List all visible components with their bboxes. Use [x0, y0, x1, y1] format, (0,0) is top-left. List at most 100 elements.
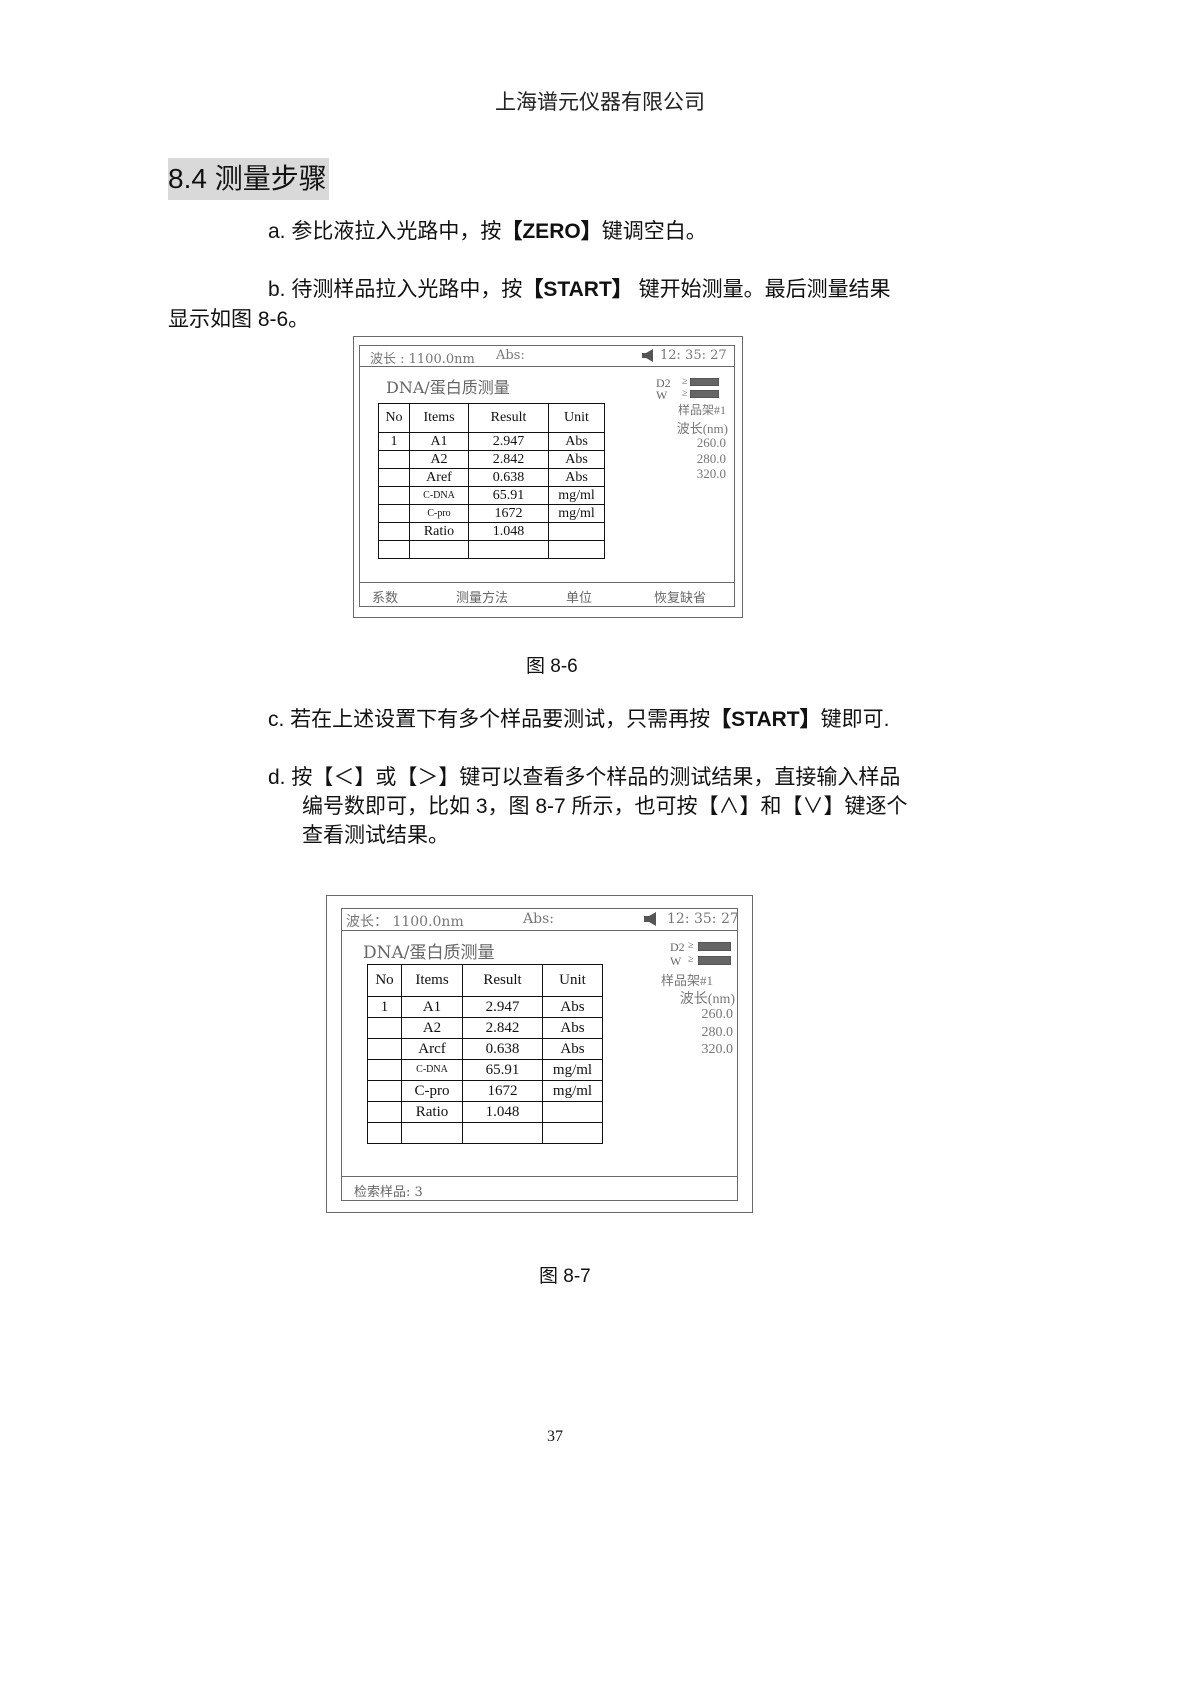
lamp-w-label: W	[670, 954, 682, 968]
instrument-screen-8-7: 波长： 1100.0nm Abs: 12: 35: 27 DNA/蛋白质测量 D…	[341, 908, 739, 1201]
cell-unit: Abs	[548, 468, 605, 487]
start-key-label: 【START】	[710, 708, 821, 731]
cell-result: 2.947	[468, 432, 549, 451]
lamp-d2-label: D2	[656, 376, 671, 390]
zero-key-label: 【ZERO】	[501, 220, 602, 243]
lamp-w-symbol: ≥	[688, 954, 694, 965]
softkey-bar: 系数 测量方法 单位 恢复缺省	[360, 582, 734, 607]
step-d-line2: 编号数即可，比如 3，图 8-7 所示，也可按【∧】和【∨】键逐个	[302, 795, 908, 818]
cell-item: A2	[401, 1017, 463, 1039]
cell-no	[367, 1080, 402, 1102]
cell-no	[378, 450, 410, 469]
cell-item: C-DNA	[401, 1059, 463, 1081]
cell-result: 1672	[462, 1080, 543, 1102]
step-a: a. 参比液拉入光路中，按【ZERO】键调空白。	[268, 217, 707, 247]
step-b-line2: 显示如图 8-6。	[168, 308, 310, 331]
table-row: Arcf 0.638 Abs	[367, 1038, 603, 1060]
lamp-d2-bar-icon	[690, 378, 719, 386]
col-header-no: No	[367, 964, 402, 997]
col-header-unit: Unit	[548, 403, 605, 433]
cell-no	[378, 522, 410, 541]
lamp-w-bar-icon	[690, 390, 719, 398]
cell-no	[378, 468, 410, 487]
cell-result: 65.91	[468, 486, 549, 505]
cell-no: 1	[378, 432, 410, 451]
speaker-icon	[642, 349, 656, 362]
cell-no	[367, 1101, 402, 1123]
speaker-icon	[644, 912, 658, 926]
cell-result: 2.947	[462, 996, 543, 1018]
figure-caption-8-6: 图 8-6	[526, 656, 578, 677]
cell-item: Ratio	[409, 522, 469, 541]
figure-caption-8-7: 图 8-7	[539, 1266, 591, 1287]
table-row: A2 2.842 Abs	[378, 450, 605, 469]
cell-item: A1	[409, 432, 469, 451]
wavelength-header: 波长(nm)	[676, 421, 728, 436]
cell-unit: mg/ml	[542, 1059, 603, 1081]
cell-no	[367, 1122, 402, 1144]
table-row	[378, 540, 605, 559]
wavelength-header: 波长(nm)	[679, 992, 735, 1007]
wavelength-list: 260.0 280.0 320.0	[702, 1006, 734, 1059]
cell-unit: Abs	[548, 450, 605, 469]
search-sample-input[interactable]: 检索样品: 3	[354, 1185, 423, 1200]
screen-title: DNA/蛋白质测量	[363, 943, 495, 963]
softkey-unit[interactable]: 单位	[566, 591, 593, 606]
table-header-row: No Items Result Unit	[378, 403, 605, 433]
results-table: No Items Result Unit 1 A1 2.947 Abs A2 2…	[378, 403, 605, 559]
table-row: C-pro 1672 mg/ml	[378, 504, 605, 523]
step-b-text: b. 待测样品拉入光路中，按	[268, 278, 523, 301]
company-header: 上海谱元仪器有限公司	[495, 90, 705, 114]
results-table: No Items Result Unit 1 A1 2.947 Abs A2 2…	[367, 964, 603, 1144]
step-c: c. 若在上述设置下有多个样品要测试，只需再按【START】键即可.	[268, 705, 889, 735]
softkey-restore-default[interactable]: 恢复缺省	[654, 591, 707, 606]
figure-8-6-frame: 波长 : 1100.0nm Abs: 12: 35: 27 DNA/蛋白质测量 …	[353, 336, 743, 618]
cell-result: 2.842	[462, 1017, 543, 1039]
cell-item	[401, 1122, 463, 1144]
page-number: 37	[547, 1428, 563, 1445]
cell-item: Arcf	[401, 1038, 463, 1060]
step-b: b. 待测样品拉入光路中，按【START】 键开始测量。最后测量结果	[268, 275, 891, 305]
cell-result	[468, 540, 549, 559]
cell-result	[462, 1122, 543, 1144]
cell-unit: mg/ml	[548, 486, 605, 505]
lamp-d2-bar-icon	[698, 942, 731, 951]
step-b-suffix: 键开始测量。最后测量结果	[632, 278, 891, 301]
lamp-w-symbol: ≥	[682, 388, 688, 399]
cell-result: 1672	[468, 504, 549, 523]
cell-unit	[542, 1122, 603, 1144]
cell-result: 1.048	[462, 1101, 543, 1123]
cell-unit: Abs	[548, 432, 605, 451]
start-key-label: 【START】	[522, 278, 633, 301]
cell-item: A1	[401, 996, 463, 1018]
search-bar: 检索样品: 3	[342, 1176, 737, 1201]
cell-item	[409, 540, 469, 559]
table-row: C-DNA 65.91 mg/ml	[378, 486, 605, 505]
softkey-coefficient[interactable]: 系数	[372, 591, 399, 606]
wavelength-readout: 波长： 1100.0nm	[346, 914, 464, 930]
cell-item: C-pro	[401, 1080, 463, 1102]
cell-item: C-pro	[409, 504, 469, 523]
table-row: C-DNA 65.91 mg/ml	[367, 1059, 603, 1081]
table-row: Aref 0.638 Abs	[378, 468, 605, 487]
lamp-d2-symbol: ≥	[688, 940, 694, 951]
cell-unit	[548, 522, 605, 541]
cell-result: 0.638	[468, 468, 549, 487]
softkey-method[interactable]: 测量方法	[456, 591, 509, 606]
col-header-no: No	[378, 403, 410, 433]
table-row: 1 A1 2.947 Abs	[378, 432, 605, 451]
lamp-d2-symbol: ≥	[682, 376, 688, 387]
step-c-text: c. 若在上述设置下有多个样品要测试，只需再按	[268, 708, 711, 731]
status-bar: 波长： 1100.0nm Abs: 12: 35: 27	[342, 909, 739, 931]
step-c-suffix: 键即可.	[820, 708, 890, 731]
table-row: A2 2.842 Abs	[367, 1017, 603, 1039]
abs-readout: Abs:	[496, 348, 525, 363]
table-row: Ratio 1.048	[367, 1101, 603, 1123]
lamp-status: D2 ≥ W ≥	[670, 940, 736, 970]
cell-unit	[542, 1101, 603, 1123]
cell-unit: Abs	[542, 1017, 603, 1039]
sample-holder: 样品架#1	[660, 973, 713, 988]
cell-no	[367, 1059, 402, 1081]
step-a-text: a. 参比液拉入光路中，按	[268, 220, 502, 243]
cell-result: 0.638	[462, 1038, 543, 1060]
